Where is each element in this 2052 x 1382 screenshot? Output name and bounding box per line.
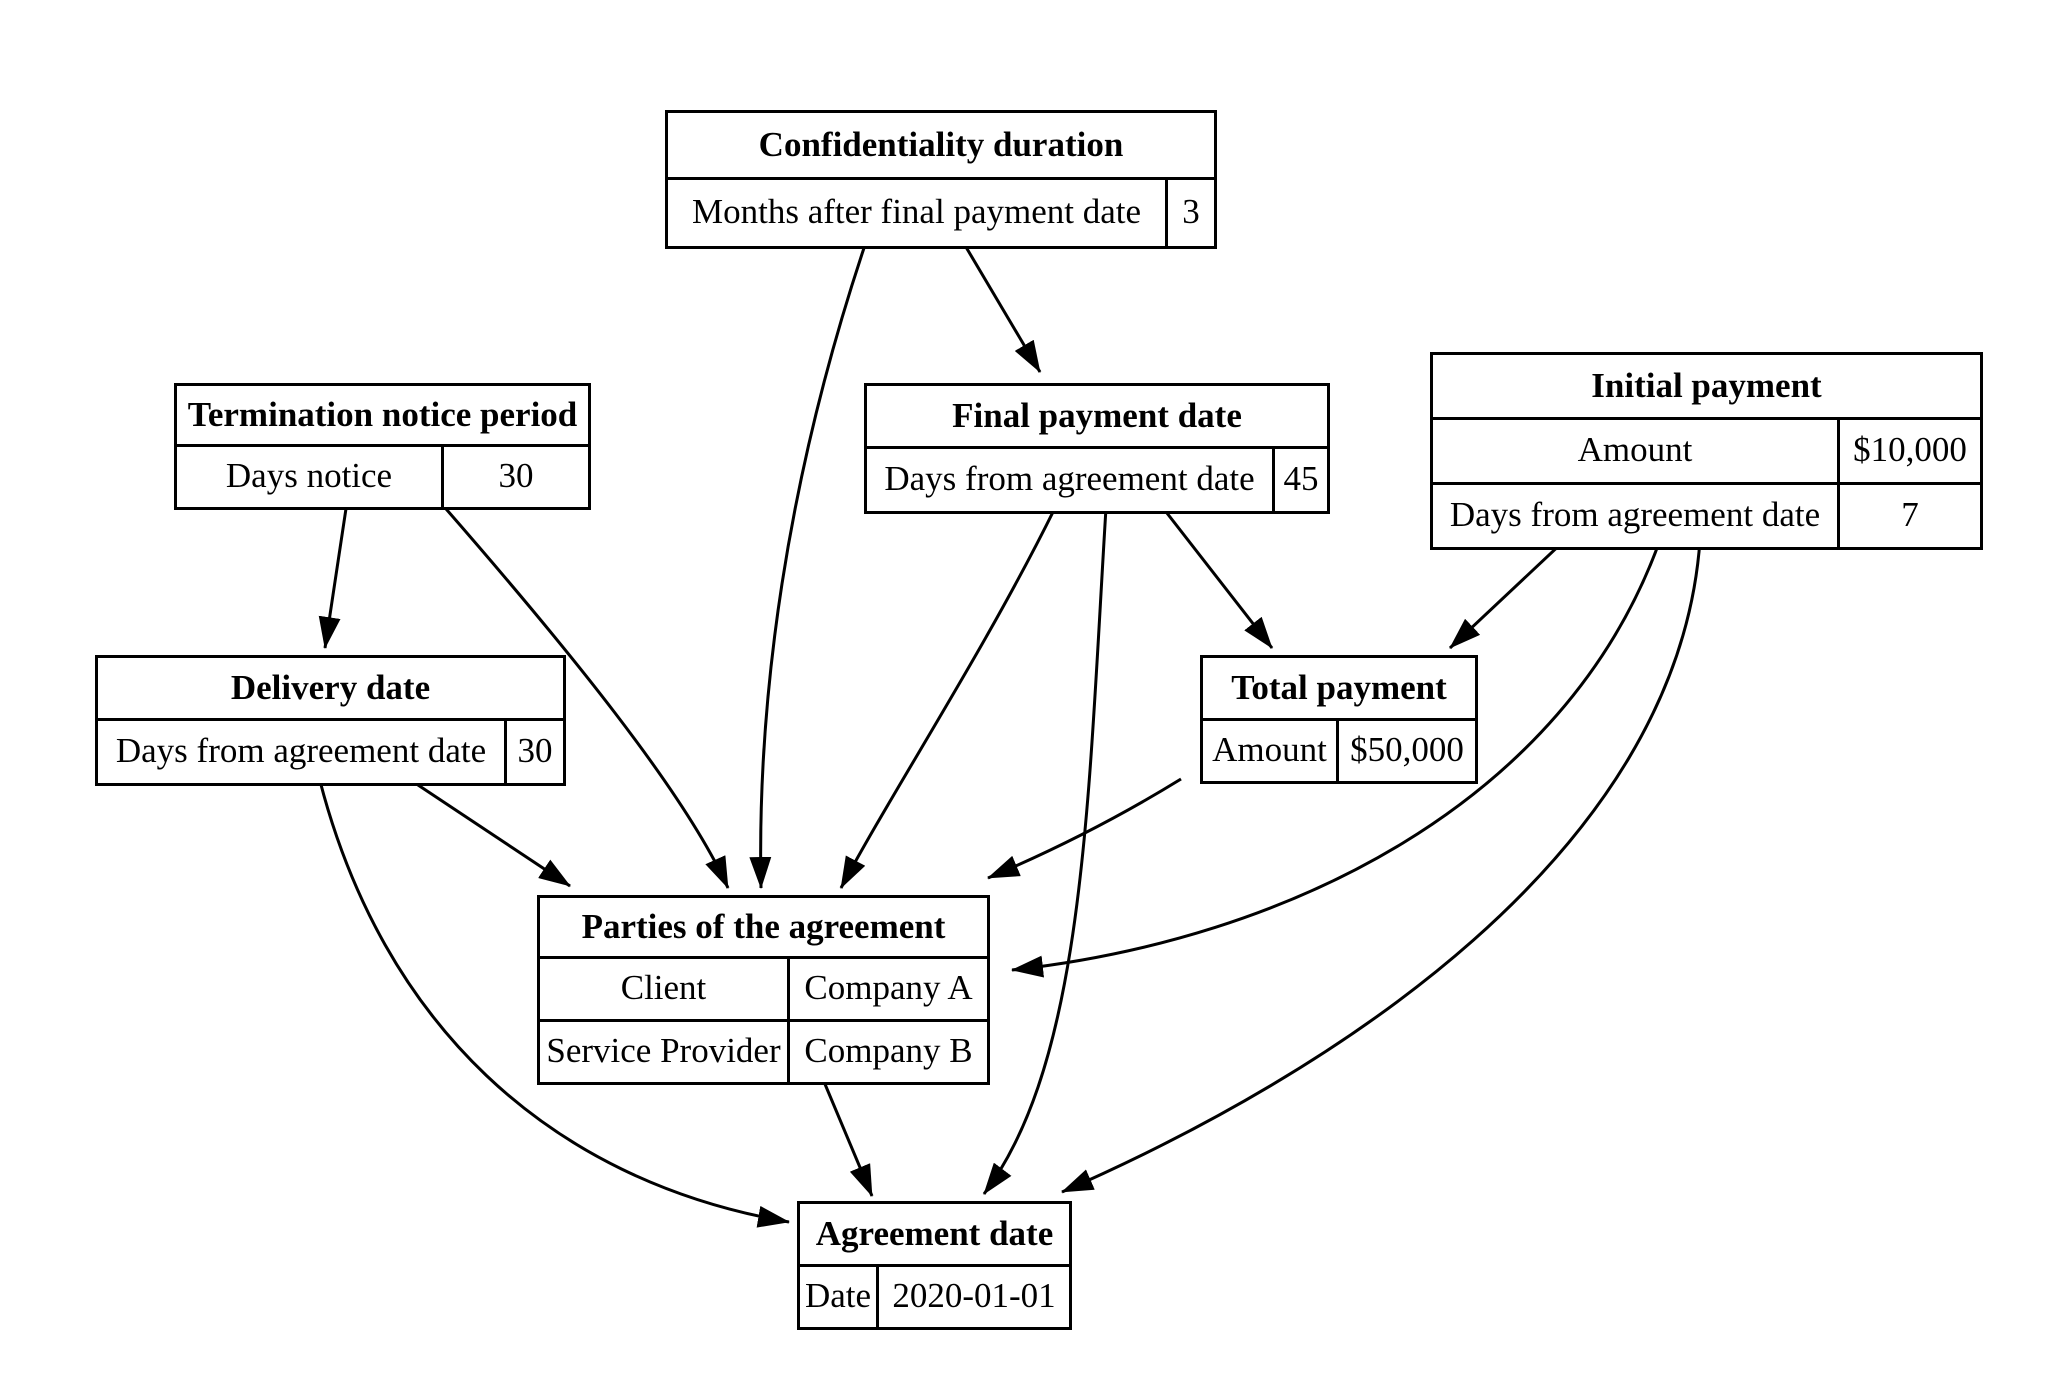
- row-value: 30: [498, 456, 534, 495]
- node-row: Months after final payment date 3: [668, 180, 1214, 246]
- edge-final-payment-date-to-parties-of-the-agreement: [839, 507, 1057, 889]
- node-row: Days from agreement date 30: [98, 721, 563, 783]
- row-label: Days from agreement date: [1433, 485, 1840, 547]
- edge-confidentiality-duration-to-parties-of-the-agreement: [749, 241, 868, 889]
- node-title-initial-payment: Initial payment: [1433, 355, 1980, 420]
- edge-confidentiality-duration-to-final-payment-date: [961, 241, 1042, 373]
- edge-delivery-date-to-agreement-date: [318, 780, 790, 1228]
- row-value: 30: [517, 731, 553, 770]
- node-row: Service Provider Company B: [540, 1022, 987, 1082]
- row-label: Amount: [1433, 420, 1840, 482]
- edge-delivery-date-to-parties-of-the-agreement: [411, 779, 571, 888]
- node-row: Amount $10,000: [1433, 420, 1980, 485]
- edge-initial-payment-to-total-payment: [1448, 538, 1567, 650]
- row-value: $10,000: [1853, 430, 1967, 469]
- node-row: Date 2020-01-01: [800, 1267, 1069, 1327]
- row-value: $50,000: [1350, 730, 1464, 769]
- edge-initial-payment-to-agreement-date: [1061, 539, 1702, 1194]
- edge-total-payment-to-parties-of-the-agreement: [987, 777, 1182, 880]
- row-label: Days from agreement date: [98, 721, 507, 783]
- row-value: Company B: [804, 1031, 973, 1070]
- node-title-confidentiality-duration: Confidentiality duration: [668, 113, 1214, 180]
- row-value: 3: [1182, 192, 1200, 231]
- row-label: Date: [800, 1267, 879, 1327]
- row-label: Client: [540, 959, 790, 1019]
- node-title-delivery-date: Delivery date: [98, 658, 563, 721]
- row-label: Days from agreement date: [867, 449, 1275, 511]
- edge-initial-payment-to-parties-of-the-agreement: [1011, 539, 1662, 978]
- node-row: Days notice 30: [177, 447, 588, 507]
- row-label: Service Provider: [540, 1022, 790, 1082]
- row-value: 2020-01-01: [892, 1276, 1056, 1315]
- node-title-parties-of-the-agreement: Parties of the agreement: [540, 898, 987, 959]
- edge-termination-notice-period-to-delivery-date: [318, 501, 349, 649]
- node-row: Amount $50,000: [1203, 721, 1475, 781]
- node-row: Days from agreement date 7: [1433, 485, 1980, 547]
- row-value: 7: [1901, 495, 1919, 534]
- edge-final-payment-date-to-agreement-date: [982, 507, 1108, 1195]
- edge-parties-of-the-agreement-to-agreement-date: [820, 1076, 874, 1197]
- node-title-final-payment-date: Final payment date: [867, 386, 1327, 449]
- row-value: Company A: [804, 968, 973, 1007]
- row-label: Months after final payment date: [668, 180, 1168, 246]
- edge-termination-notice-period-to-parties-of-the-agreement: [438, 501, 730, 889]
- edge-final-payment-date-to-total-payment: [1161, 507, 1274, 649]
- row-label: Days notice: [177, 447, 444, 507]
- row-label: Amount: [1203, 721, 1339, 781]
- node-title-total-payment: Total payment: [1203, 658, 1475, 721]
- node-row: Client Company A: [540, 959, 987, 1022]
- row-value: 45: [1283, 459, 1319, 498]
- node-title-termination-notice-period: Termination notice period: [177, 386, 588, 447]
- node-title-agreement-date: Agreement date: [800, 1204, 1069, 1267]
